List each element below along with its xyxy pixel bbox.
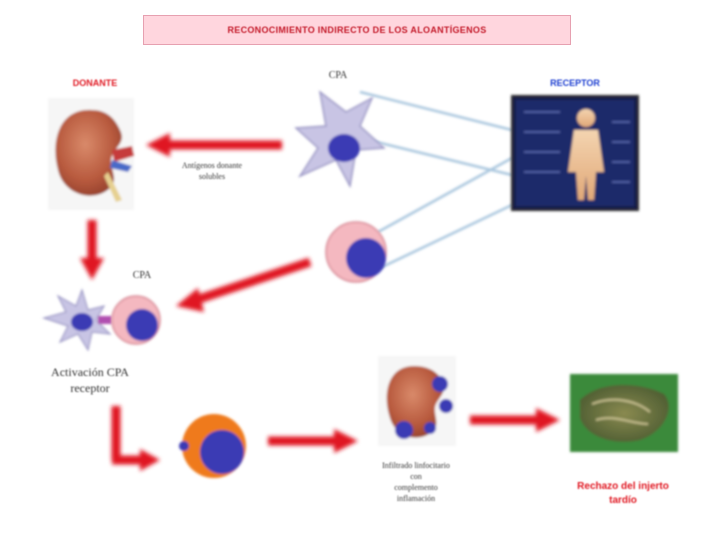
activation-line-1: Activación CPA [32,364,148,380]
t-cell-mid [112,296,160,344]
recipient-panel [512,96,638,210]
apc-top [296,92,384,186]
donor-kidney [48,98,134,210]
apc-top-label: CPA [318,70,358,81]
recipient-cell [326,222,386,282]
donor-label: DONANTE [58,78,132,88]
activation-line-2: receptor [32,380,148,396]
shed-antigens-label: Antígenos donante solubles [162,160,262,182]
apc-activated [44,290,112,350]
outcome-label: Rechazo del injerto tardío [550,480,696,508]
shed-antigens-line-2: solubles [162,171,262,182]
effectors-line-2: con [354,471,478,482]
rejected-graft [570,374,678,452]
activation-label: Activación CPA receptor [32,364,148,396]
recipient-label: RECEPTOR [532,78,618,88]
apc-mid-label: CPA [122,270,162,281]
graft-kidney [378,356,456,446]
outcome-line-2: tardío [550,494,696,508]
shed-antigens-line-1: Antígenos donante [162,160,262,171]
outcome-line-1: Rechazo del injerto [550,480,696,494]
effectors-line-4: inflamación [354,493,478,504]
effector-cell [179,414,246,478]
effectors-line-3: complemento [354,482,478,493]
effectors-label: Infiltrado linfocitario con complemento … [354,460,478,504]
effectors-line-1: Infiltrado linfocitario [354,460,478,471]
